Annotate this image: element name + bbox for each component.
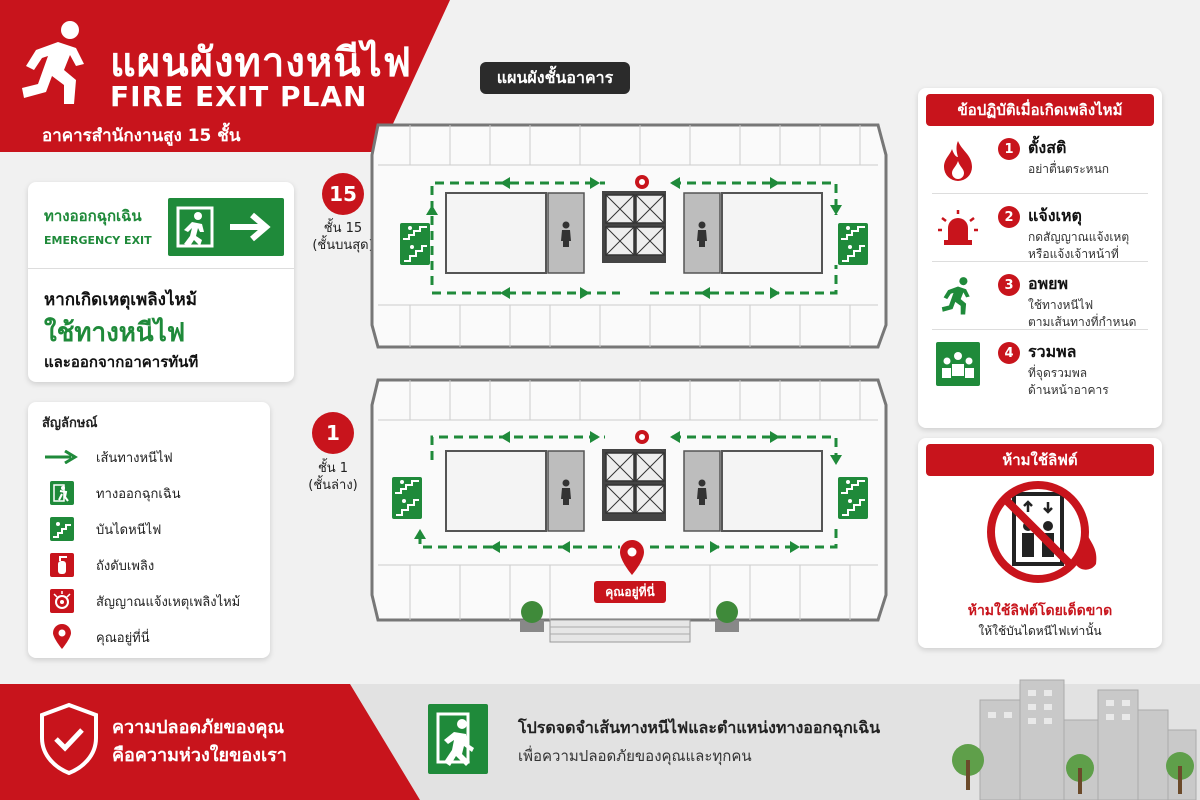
no-elevator-title: ห้ามใช้ลิฟต์ <box>926 444 1154 476</box>
legend-label: ทางออกฉุกเฉิน <box>96 486 181 502</box>
step-number: 1 <box>998 138 1020 160</box>
floor-name: ชั้น 15 <box>323 221 363 236</box>
page-title: แผนผังทางหนีไฟ <box>110 40 413 86</box>
legend-item: บันไดหนีไฟ <box>42 511 256 547</box>
floor-label-1: ชั้น 1 (ชั้นล่าง) <box>290 460 376 494</box>
step-desc: กดสัญญาณแจ้งเหตุ <box>1028 230 1130 244</box>
step-number: 2 <box>998 206 1020 228</box>
plan-label: แผนผังชั้นอาคาร <box>480 62 630 94</box>
page-title-en: FIRE EXIT PLAN <box>110 80 368 113</box>
exit-line2: ใช้ทางหนีไฟ <box>44 318 186 348</box>
shield-check-icon <box>40 702 98 776</box>
floor-number-1: 1 <box>312 412 354 454</box>
legend-item: เส้นทางหนีไฟ <box>42 439 256 475</box>
step-title: รวมพล <box>1028 342 1077 361</box>
steps-title: ข้อปฏิบัติเมื่อเกิดเพลิงไหม้ <box>926 94 1154 126</box>
location-pin-icon <box>53 624 71 649</box>
legend-label: ถังดับเพลิง <box>96 558 155 574</box>
floor-label-15: ชั้น 15 (ชั้นบนสุด) <box>300 220 386 254</box>
legend-label: บันไดหนีไฟ <box>96 522 162 538</box>
legend-title: สัญลักษณ์ <box>42 416 98 431</box>
fire-alarm-icon <box>50 589 74 613</box>
floor-15-plan <box>370 123 888 349</box>
step-item: 3 อพยพ ใช้ทางหนีไฟ ตามเส้นทางที่กำหนด <box>932 262 1148 330</box>
floor-1-plan <box>370 378 888 643</box>
step-item: 4 รวมพล ที่จุดรวมพล ด้านหน้าอาคาร <box>932 330 1148 398</box>
step-desc: อย่าตื่นตระหนก <box>1028 162 1110 176</box>
legend-card: สัญลักษณ์ เส้นทางหนีไฟ ทางออกฉุกเฉิน บัน… <box>28 402 270 658</box>
emergency-exit-sign-icon <box>168 198 284 256</box>
no-elevator-card: ห้ามใช้ลิฟต์ ห้ามใช้ลิฟต์โดยเด็ดขาด ให้ใ… <box>918 438 1162 648</box>
fire-stairs-icon <box>50 517 74 541</box>
emergency-exit-icon <box>50 481 74 505</box>
legend-item: ทางออกฉุกเฉิน <box>42 475 256 511</box>
legend-item: สัญญาณแจ้งเหตุเพลิงไหม้ <box>42 583 256 619</box>
exit-label-en: EMERGENCY EXIT <box>44 234 152 247</box>
steps-panel: ข้อปฏิบัติเมื่อเกิดเพลิงไหม้ 1 ตั้งสติ อ… <box>918 88 1162 428</box>
fire-extinguisher-icon <box>50 553 74 577</box>
step-number: 4 <box>998 342 1020 364</box>
floor-number-15: 15 <box>322 173 364 215</box>
floor-plans <box>370 123 888 643</box>
footer-exit-icon <box>428 704 488 774</box>
running-person-icon <box>941 277 970 315</box>
assembly-point-icon <box>936 342 980 386</box>
running-man-icon <box>22 21 84 104</box>
legend-label: เส้นทางหนีไฟ <box>96 450 173 466</box>
legend-item: คุณอยู่ที่นี่ <box>42 619 256 655</box>
no-elevator-line1: ห้ามใช้ลิฟต์โดยเด็ดขาด <box>967 603 1113 619</box>
footer-red-banner <box>0 684 420 800</box>
exit-label-th: ทางออกฉุกเฉิน <box>44 207 142 225</box>
city-skyline-illustration <box>952 679 1197 800</box>
legend-label: สัญญาณแจ้งเหตุเพลิงไหม้ <box>96 594 241 610</box>
exit-line1: หากเกิดเหตุเพลิงไหม้ <box>44 290 197 310</box>
green-arrow-icon <box>45 450 78 464</box>
legend-item: ถังดับเพลิง <box>42 547 256 583</box>
step-item: 2 แจ้งเหตุ กดสัญญาณแจ้งเหตุ หรือแจ้งเจ้า… <box>932 194 1148 262</box>
fire-icon <box>944 141 972 181</box>
footer-note-1: โปรดจดจำเส้นทางหนีไฟและตำแหน่งทางออกฉุกเ… <box>518 718 881 737</box>
step-title: อพยพ <box>1028 274 1069 293</box>
step-desc: ที่จุดรวมพล <box>1028 366 1088 380</box>
no-elevator-line2: ให้ใช้บันไดหนีไฟเท่านั้น <box>978 624 1102 638</box>
footer-slogan-1: ความปลอดภัยของคุณ <box>112 717 285 738</box>
no-elevator-icon <box>987 481 1097 583</box>
exit-card: ทางออกฉุกเฉิน EMERGENCY EXIT หากเกิดเหตุ… <box>28 182 294 382</box>
footer-note-2: เพื่อความปลอดภัยของคุณและทุกคน <box>518 747 752 765</box>
step-desc: ตามเส้นทางที่กำหนด <box>1028 315 1137 329</box>
page-subtitle: อาคารสำนักงานสูง 15 ชั้น <box>42 126 241 146</box>
floor-name: ชั้น 1 <box>317 461 349 476</box>
floor-sublabel: (ชั้นล่าง) <box>308 478 358 493</box>
step-item: 1 ตั้งสติ อย่าตื่นตระหนก <box>932 126 1148 194</box>
step-title: ตั้งสติ <box>1028 138 1067 157</box>
footer-slogan-2: คือความห่วงใยของเรา <box>112 745 287 766</box>
header-banner <box>0 0 450 152</box>
floor-sublabel: (ชั้นบนสุด) <box>312 238 374 253</box>
step-title: แจ้งเหตุ <box>1028 206 1082 225</box>
step-desc: หรือแจ้งเจ้าหน้าที่ <box>1028 247 1119 261</box>
exit-line3: และออกจากอาคารทันที <box>44 353 199 371</box>
step-number: 3 <box>998 274 1020 296</box>
legend-label: คุณอยู่ที่นี่ <box>96 630 150 646</box>
step-desc: ใช้ทางหนีไฟ <box>1028 298 1094 312</box>
step-desc: ด้านหน้าอาคาร <box>1028 383 1109 397</box>
you-are-here-badge: คุณอยู่ที่นี่ <box>594 581 666 603</box>
alarm-bell-icon <box>938 210 978 245</box>
